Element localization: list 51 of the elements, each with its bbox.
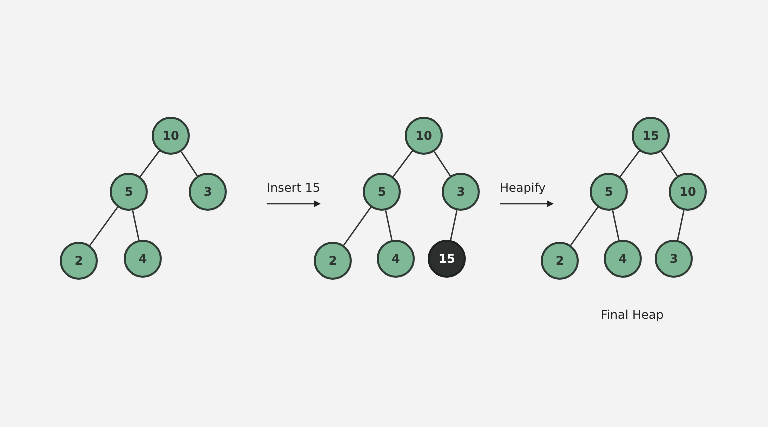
node-value: 10 <box>416 129 432 143</box>
heap-node <box>405 117 443 155</box>
heap-node <box>60 242 98 280</box>
heap-node <box>428 240 466 278</box>
heap-node <box>124 240 162 278</box>
heap-node <box>669 173 707 211</box>
heap-node <box>189 173 227 211</box>
node-value: 5 <box>124 185 134 199</box>
tree-edge <box>343 207 372 246</box>
tree-edge <box>392 150 414 178</box>
heap-node <box>442 173 480 211</box>
node-value: 3 <box>204 185 212 199</box>
node-value: 3 <box>670 252 678 266</box>
tree-edge <box>132 210 140 241</box>
tree-edge <box>612 210 620 241</box>
node-value: 2 <box>556 254 564 268</box>
step-label: Heapify <box>500 181 546 195</box>
node-value: 4 <box>618 252 628 266</box>
node-value: 4 <box>392 252 400 266</box>
node-value: 15 <box>642 129 660 143</box>
node-value: 10 <box>680 185 696 199</box>
tree-edge <box>570 207 599 246</box>
node-value: 4 <box>138 252 148 266</box>
tree-edge <box>434 151 452 177</box>
node-value: 15 <box>438 252 456 266</box>
heap-node <box>377 240 415 278</box>
tree-edge <box>677 210 685 241</box>
node-value: 10 <box>162 129 180 143</box>
tree-edge <box>620 150 640 178</box>
heap-node <box>590 173 628 211</box>
tree-edge <box>385 210 393 241</box>
heap-node <box>655 240 693 278</box>
node-value: 5 <box>378 185 386 199</box>
tree-edge <box>140 150 160 178</box>
node-value: 3 <box>456 185 466 199</box>
heap-node <box>541 242 579 280</box>
step-label: Insert 15 <box>267 181 321 195</box>
node-value: 2 <box>74 254 84 268</box>
node-value: 5 <box>604 185 614 199</box>
tree-edge <box>180 151 198 177</box>
heap-node <box>314 242 352 280</box>
heap-node <box>110 173 148 211</box>
heap-node <box>363 173 401 211</box>
heap-node <box>152 117 190 155</box>
heap-node <box>604 240 642 278</box>
tree-edge <box>450 210 458 241</box>
caption-label: Final Heap <box>601 308 664 322</box>
tree-edge <box>660 151 678 177</box>
heap-node <box>632 117 670 155</box>
node-value: 2 <box>328 254 338 268</box>
tree-edge <box>90 206 118 246</box>
